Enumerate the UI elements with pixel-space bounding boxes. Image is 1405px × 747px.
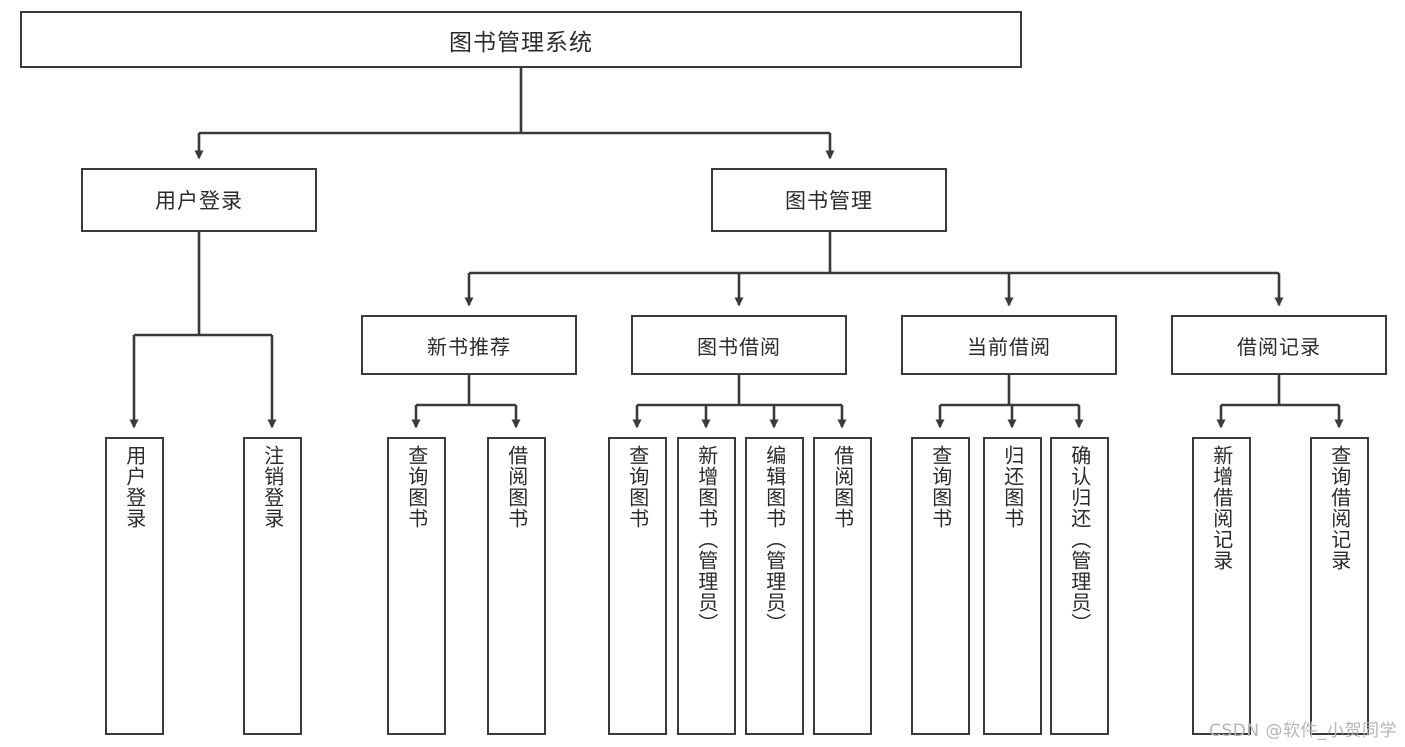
node-book-borrow[interactable]: 图书借阅 (631, 315, 847, 375)
leaf-edit-book-admin-label: 编辑图书（管理员） (762, 445, 787, 634)
leaf-confirm-return-admin-label: 确认归还（管理员） (1067, 445, 1092, 634)
leaf-edit-book-admin[interactable]: 编辑图书（管理员） (745, 437, 804, 735)
watermark: CSDN @软件_小贺同学 (1209, 721, 1397, 741)
leaf-add-borrow-record[interactable]: 新增借阅记录 (1192, 437, 1251, 735)
node-user-login[interactable]: 用户登录 (81, 168, 317, 232)
node-current-borrow-label: 当前借阅 (967, 334, 1051, 359)
leaf-query-book-borrow-label: 查询图书 (625, 445, 650, 529)
node-borrow-records-label: 借阅记录 (1237, 334, 1321, 359)
leaf-query-book-current-label: 查询图书 (928, 445, 953, 529)
node-root-label: 图书管理系统 (449, 29, 593, 56)
node-book-management-label: 图书管理 (785, 189, 873, 213)
leaf-logout[interactable]: 注销登录 (243, 437, 302, 735)
node-borrow-records[interactable]: 借阅记录 (1171, 315, 1387, 375)
leaf-return-book-label: 归还图书 (1000, 445, 1025, 529)
node-user-login-label: 用户登录 (155, 189, 243, 213)
leaf-add-book-admin[interactable]: 新增图书（管理员） (677, 437, 736, 735)
leaf-borrow-book-newbook[interactable]: 借阅图书 (487, 437, 546, 735)
leaf-borrow-book-label: 借阅图书 (830, 445, 855, 529)
leaf-query-borrow-record[interactable]: 查询借阅记录 (1310, 437, 1369, 735)
leaf-add-borrow-record-label: 新增借阅记录 (1209, 445, 1234, 571)
node-current-borrow[interactable]: 当前借阅 (901, 315, 1117, 375)
leaf-query-book-newbook[interactable]: 查询图书 (387, 437, 446, 735)
leaf-return-book[interactable]: 归还图书 (983, 437, 1042, 735)
leaf-borrow-book-newbook-label: 借阅图书 (504, 445, 529, 529)
node-root[interactable]: 图书管理系统 (20, 11, 1022, 68)
leaf-query-book-borrow[interactable]: 查询图书 (608, 437, 667, 735)
leaf-confirm-return-admin[interactable]: 确认归还（管理员） (1050, 437, 1109, 735)
leaf-query-book-newbook-label: 查询图书 (404, 445, 429, 529)
leaf-borrow-book[interactable]: 借阅图书 (813, 437, 872, 735)
leaf-query-borrow-record-label: 查询借阅记录 (1327, 445, 1352, 571)
node-new-book-recommend[interactable]: 新书推荐 (361, 315, 577, 375)
node-book-management[interactable]: 图书管理 (711, 168, 947, 232)
leaf-user-login[interactable]: 用户登录 (105, 437, 164, 735)
node-book-borrow-label: 图书借阅 (697, 334, 781, 359)
leaf-add-book-admin-label: 新增图书（管理员） (694, 445, 719, 634)
leaf-query-book-current[interactable]: 查询图书 (911, 437, 970, 735)
node-new-book-recommend-label: 新书推荐 (427, 334, 511, 359)
leaf-logout-label: 注销登录 (260, 445, 285, 529)
leaf-user-login-label: 用户登录 (122, 445, 147, 529)
